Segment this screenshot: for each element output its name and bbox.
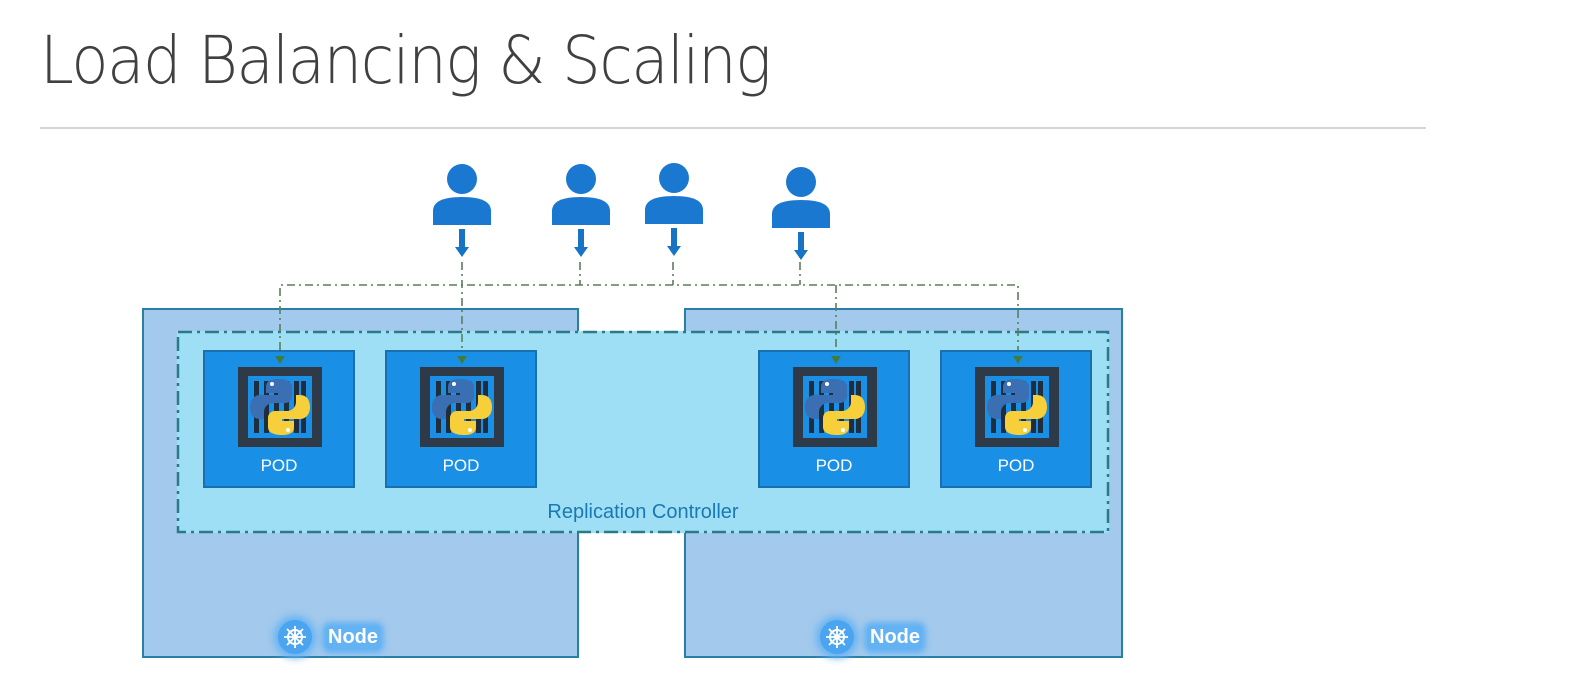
user-body (552, 197, 610, 225)
traffic-connectors (279, 262, 1019, 350)
user-head (566, 164, 596, 194)
slide-title: Load Balancing & Scaling (40, 22, 772, 99)
node-label-group-1: Node (278, 620, 380, 654)
pod-label: POD (815, 456, 853, 475)
kubernetes-wheel-icon (820, 620, 854, 654)
python-container-icon (793, 367, 877, 447)
replication-controller-label: Replication Controller (547, 501, 739, 523)
user-icon (433, 164, 491, 257)
user-icon (645, 163, 703, 256)
replication-controller-border (176, 330, 1110, 534)
node-label: Node (326, 625, 380, 649)
arrowhead-icon (1013, 356, 1023, 364)
arrow-down-icon (794, 232, 808, 260)
user-head (659, 163, 689, 193)
node-label: Node (868, 625, 922, 649)
pod-2: POD (385, 350, 537, 488)
pod-3: POD (758, 350, 910, 488)
arrow-down-icon (667, 228, 681, 256)
node-label-group-2: Node (820, 620, 922, 654)
pod-label: POD (260, 456, 298, 475)
user-head (447, 164, 477, 194)
python-container-icon (420, 367, 504, 447)
arrow-down-icon (455, 229, 469, 257)
python-container-icon (238, 367, 322, 447)
title-divider (40, 127, 1426, 129)
user-body (433, 197, 491, 225)
user-body (772, 200, 830, 228)
python-container-icon (975, 367, 1059, 447)
pod-1: POD (203, 350, 355, 488)
arrowhead-icon (275, 356, 285, 364)
arrowhead-icon (457, 356, 467, 364)
arrow-down-icon (574, 229, 588, 257)
pod-label: POD (442, 456, 480, 475)
user-icon (552, 164, 610, 257)
pod-4: POD (940, 350, 1092, 488)
user-head (786, 167, 816, 197)
connector-line (279, 284, 1019, 350)
arrowhead-icon (831, 356, 841, 364)
kubernetes-wheel-icon (278, 620, 312, 654)
user-icon (772, 167, 830, 260)
pod-label: POD (997, 456, 1035, 475)
user-body (645, 196, 703, 224)
